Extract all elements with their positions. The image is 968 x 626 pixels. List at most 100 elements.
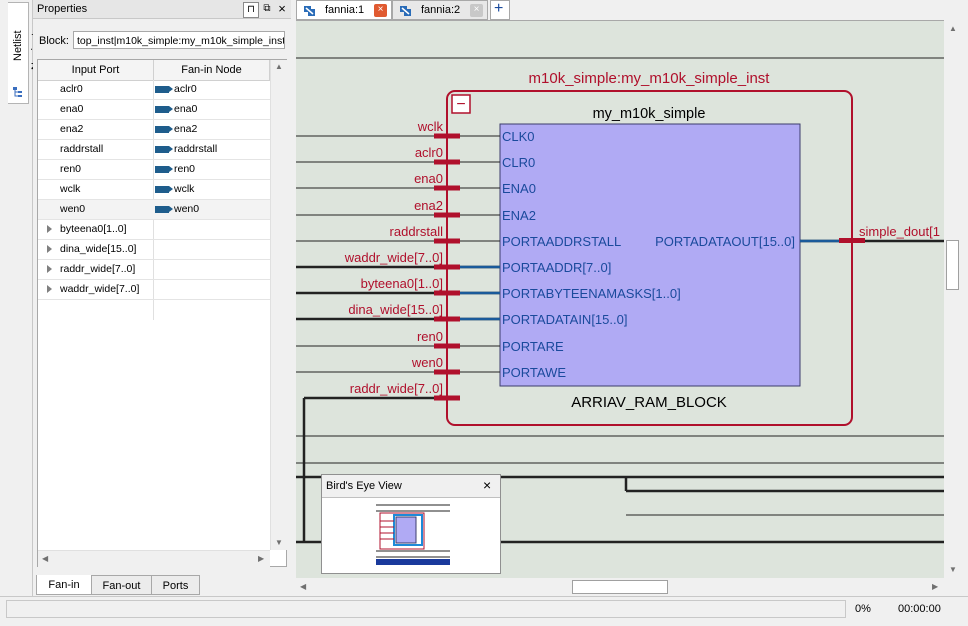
document-tabs: fannia:1 × fannia:2 × + [296,0,968,20]
port-ena0[interactable]: ENA0 [502,181,536,196]
progress-value: 0% [855,600,871,618]
scroll-up-icon[interactable]: ▲ [275,62,283,71]
birds-eye-thumbnail[interactable] [376,501,450,569]
expand-icon[interactable] [47,285,52,293]
table-group-row[interactable]: byteena0[1..0] [38,220,270,240]
table-row[interactable]: ren0ren0 [38,160,270,180]
pin-icon [155,106,169,113]
table-group-row[interactable]: dina_wide[15..0] [38,240,270,260]
table-group-row[interactable]: raddr_wide[7..0] [38,260,270,280]
fan-in-table: Input Port Fan-in Node aclr0aclr0ena0ena… [37,59,287,567]
close-icon[interactable]: × [483,477,491,493]
fan-in-node-cell: raddrstall [174,140,217,159]
scroll-right-icon[interactable]: ▶ [258,554,264,563]
netlist-viewer-icon [398,3,414,19]
birds-eye-view[interactable]: Bird's Eye View × [321,474,501,574]
tab-ports[interactable]: Ports [151,575,200,595]
signal-raddr-wide-7-0[interactable]: raddr_wide[7..0] [350,381,443,396]
pin-icon [155,146,169,153]
signal-wclk[interactable]: wclk [417,119,444,134]
netlist-viewer-icon [302,3,318,19]
close-tab-icon[interactable]: × [470,4,483,17]
port-clr0[interactable]: CLR0 [502,155,535,170]
port-portawe[interactable]: PORTAWE [502,365,566,380]
table-row[interactable]: wen0 wen0 [38,200,270,220]
table-row[interactable]: ena0ena0 [38,100,270,120]
fan-in-node-cell: wen0 [174,200,199,219]
port-portare[interactable]: PORTARE [502,339,564,354]
table-row[interactable]: wclkwclk [38,180,270,200]
tab-fan-out[interactable]: Fan-out [91,575,152,595]
group-label: waddr_wide[7..0] [60,280,139,299]
pin-icon [155,126,169,133]
netlist-navigator-label: Netlist Navigator [9,6,27,86]
pin-icon [155,186,169,193]
port-portabyteenamasks-1-0[interactable]: PORTABYTEENAMASKS[1..0] [502,286,681,301]
scroll-right-icon[interactable]: ▶ [932,582,938,591]
canvas-horizontal-scrollbar[interactable]: ◀ ▶ [296,578,944,596]
column-input-port[interactable]: Input Port [38,60,154,80]
scroll-thumb[interactable] [572,580,668,594]
properties-panel: Properties ⊓ ⧉ × Block: top_inst|m10k_si… [33,0,291,596]
scroll-left-icon[interactable]: ◀ [300,582,306,591]
port-portadatain-15-0[interactable]: PORTADATAIN[15..0] [502,312,627,327]
scroll-up-icon[interactable]: ▲ [949,24,957,33]
properties-title: Properties [37,3,87,15]
signal-simple-dout[interactable]: simple_dout[1 [859,224,940,239]
port-portaaddrstall[interactable]: PORTAADDRSTALL [502,234,621,249]
table-group-row[interactable]: waddr_wide[7..0] [38,280,270,300]
port-portaaddr-7-0[interactable]: PORTAADDR[7..0] [502,260,611,275]
table-row[interactable]: raddrstallraddrstall [38,140,270,160]
close-tab-icon[interactable]: × [374,4,387,17]
signal-ena0[interactable]: ena0 [414,171,443,186]
scroll-down-icon[interactable]: ▼ [949,565,957,574]
add-tab-button[interactable]: + [490,0,510,20]
scroll-left-icon[interactable]: ◀ [42,554,48,563]
scroll-thumb[interactable] [946,240,959,290]
block-field[interactable]: top_inst|m10k_simple:my_m10k_simple_inst [73,31,285,49]
canvas-vertical-scrollbar[interactable]: ▲ ▼ [944,20,960,577]
signal-dina-wide-15-0[interactable]: dina_wide[15..0] [348,302,443,317]
column-fan-in-node[interactable]: Fan-in Node [154,60,270,80]
fan-in-node-cell: aclr0 [174,80,197,99]
expand-icon[interactable] [47,245,52,253]
fan-in-node-cell: wclk [174,180,194,199]
properties-titlebar: Properties ⊓ ⧉ × [33,0,291,19]
signal-ren0[interactable]: ren0 [417,329,443,344]
elapsed-time: 00:00:00 [898,600,941,618]
port-portadataout[interactable]: PORTADATAOUT[15..0] [655,234,795,249]
instance-label: m10k_simple:my_m10k_simple_inst [529,70,771,87]
port-ena2[interactable]: ENA2 [502,208,536,223]
table-row[interactable]: aclr0 aclr0 [38,80,270,100]
input-port-cell: ena2 [60,120,83,139]
tab-fan-in[interactable]: Fan-in [36,575,92,595]
signal-byteena0-1-0[interactable]: byteena0[1..0] [361,276,443,291]
signal-wen0[interactable]: wen0 [411,355,443,370]
signal-ena2[interactable]: ena2 [414,198,443,213]
signal-waddr-wide-7-0[interactable]: waddr_wide[7..0] [344,250,443,265]
expand-icon[interactable] [47,225,52,233]
birds-eye-titlebar: Bird's Eye View × [322,475,500,498]
table-row[interactable]: ena2 ena2 [38,120,270,140]
table-horizontal-scrollbar[interactable]: ◀ ▶ [38,550,270,567]
port-clk0[interactable]: CLK0 [502,129,535,144]
pin-icon[interactable]: ⊓ [243,2,259,18]
plus-icon: + [494,0,503,18]
table-vertical-scrollbar[interactable]: ▲ ▼ [270,60,287,550]
input-port-cell: ena0 [60,100,83,119]
input-port-cell: ren0 [60,160,81,179]
scroll-down-icon[interactable]: ▼ [275,538,283,547]
signal-raddrstall[interactable]: raddrstall [390,224,444,239]
input-port-cell: aclr0 [60,80,83,99]
input-port-cell: wen0 [60,200,85,219]
status-message-area [6,600,846,618]
float-icon[interactable]: ⧉ [260,2,274,16]
navigator-strip: Netlist Navigator [0,0,33,596]
fan-in-node-cell: ena2 [174,120,197,139]
tab-fannia-1[interactable]: fannia:1 × [296,0,392,20]
expand-icon[interactable] [47,265,52,273]
block-label: Block: [39,35,69,47]
tab-fannia-2[interactable]: fannia:2 × [392,0,488,20]
signal-aclr0[interactable]: aclr0 [415,145,443,160]
close-icon[interactable]: × [275,2,289,16]
